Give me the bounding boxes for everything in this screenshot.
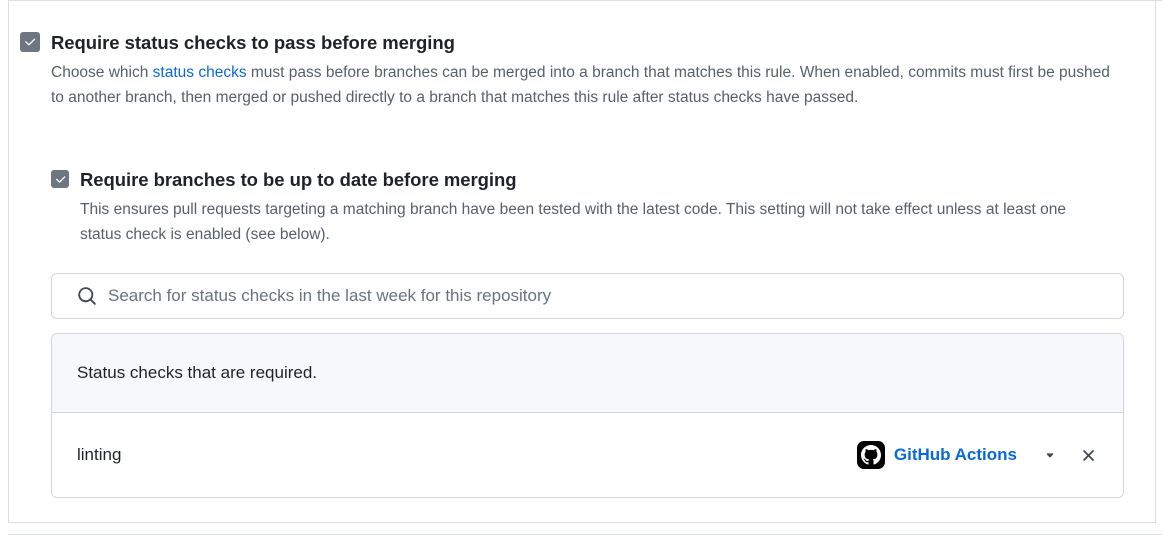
require-status-checks-body: Require status checks to pass before mer… [51,31,1130,110]
status-check-controls: GitHub Actions [856,441,1101,469]
close-icon[interactable] [1075,442,1101,468]
status-checks-link[interactable]: status checks [152,64,247,81]
chevron-down-icon[interactable] [1039,444,1061,466]
search-input[interactable] [108,286,1111,306]
require-branches-up-to-date-description: This ensures pull requests targeting a m… [80,201,1066,243]
search-icon [76,285,98,307]
panel-bottom-border [8,522,1156,523]
required-checks-header: Status checks that are required. [52,334,1123,413]
panel-top-border [8,0,1162,1]
rule-require-status-checks[interactable]: Require status checks to pass before mer… [20,31,1130,110]
github-octocat-icon [856,441,885,469]
require-status-checks-description: Choose which status checks must pass bef… [51,60,1119,110]
panel-left-border [8,0,9,523]
panel-right-border [1155,0,1156,523]
status-check-name: linting [77,445,122,464]
require-status-checks-title: Require status checks to pass before mer… [51,32,455,53]
require-status-checks-checkbox[interactable] [20,32,40,52]
status-checks-search-field[interactable] [51,273,1124,319]
require-branches-up-to-date-body: Require branches to be up to date before… [80,168,1129,247]
rule-require-branches-up-to-date[interactable]: Require branches to be up to date before… [51,168,1129,247]
checkmark-icon [55,175,65,183]
require-branches-up-to-date-checkbox[interactable] [51,170,69,188]
checkmark-icon [25,38,36,46]
required-status-checks-panel: Status checks that are required. linting… [51,333,1124,498]
description-text-after-link: must pass before branches can be merged … [51,64,1110,106]
required-checks-header-text: Status checks that are required. [77,363,318,382]
require-branches-up-to-date-title: Require branches to be up to date before… [80,169,517,190]
status-check-app-label[interactable]: GitHub Actions [893,445,1017,464]
description-text-before-link: Choose which [51,64,153,81]
table-row: linting GitHub Actions [52,413,1123,497]
